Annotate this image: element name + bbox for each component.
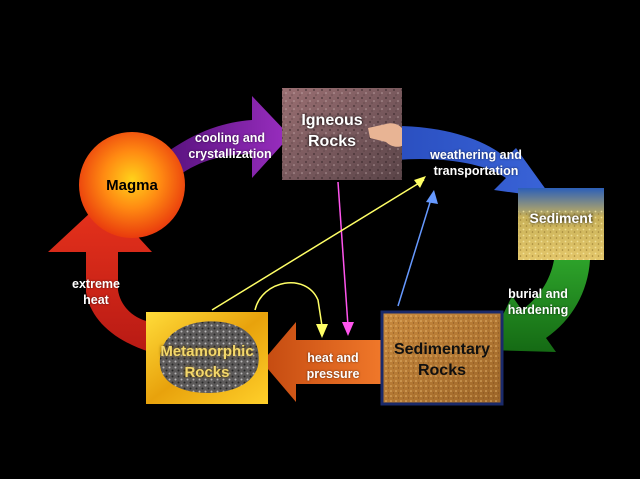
igneous-rocks-box [282, 88, 402, 180]
blue-arrowhead [426, 190, 438, 204]
weathering-arrow [396, 126, 552, 198]
cooling-arrow [170, 96, 290, 178]
pointing-hand-icon [368, 123, 402, 147]
yellow-arrowhead-up [414, 176, 426, 188]
sediment-label: Sediment [529, 210, 593, 226]
magma-label: Magma [106, 176, 158, 194]
weathering-label: weathering and transportation [430, 148, 522, 178]
heat-pressure-arrow [262, 322, 382, 402]
cooling-label: cooling and crystallization [188, 131, 272, 161]
metamorphic-loop-link [254, 282, 323, 327]
igneous-rocks-label: Igneous Rocks [301, 112, 363, 150]
burial-label: burial and hardening [507, 287, 569, 317]
magenta-arrowhead [342, 322, 354, 336]
igneous-to-heat-link [337, 181, 349, 327]
sedimentary-to-weathering-link [397, 195, 433, 307]
sediment-box [518, 188, 604, 260]
extreme-heat-label: extreme heat [72, 277, 120, 307]
metamorphic-rocks-label: Metamorphic Rocks [160, 343, 254, 381]
sedimentary-rocks-box [380, 310, 504, 406]
metamorphic-rock-sample [159, 321, 259, 393]
metamorphic-rocks-box [146, 312, 268, 404]
heat-pressure-label: heat and pressure [306, 351, 360, 381]
magma-circle [79, 132, 185, 238]
burial-arrow [486, 260, 590, 352]
sedimentary-rocks-label: Sedimentary Rocks [393, 341, 491, 379]
extreme-heat-arrow [48, 200, 152, 352]
metamorphic-to-weathering-link [211, 179, 425, 311]
yellow-arrowhead-down [316, 324, 328, 338]
